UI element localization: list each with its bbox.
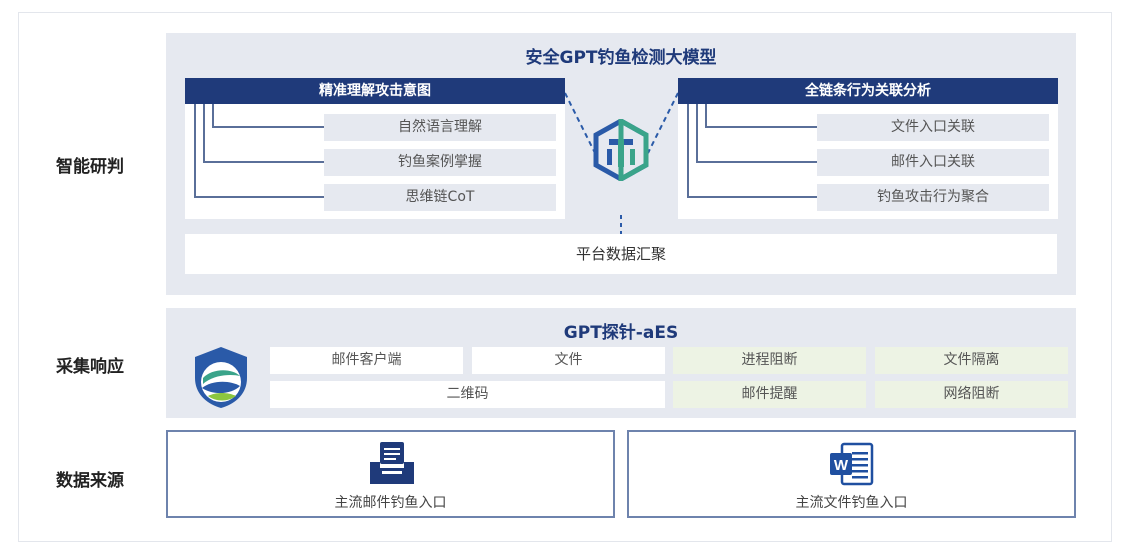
left-panel: 精准理解攻击意图 自然语言理解 钓鱼案例掌握 思维链CoT [185, 78, 565, 219]
inbox-tray-icon [370, 442, 414, 484]
probe-zone: GPT探针-aES 邮件客户端 文件 二维码 进程阻断 文件隔离 邮件提醒 网络… [166, 308, 1076, 418]
probe-input-email-client: 邮件客户端 [270, 347, 463, 374]
bracket-line [212, 104, 342, 128]
left-item: 自然语言理解 [324, 114, 556, 141]
row-label-collect: 采集响应 [56, 357, 124, 377]
source-email-label: 主流邮件钓鱼入口 [334, 495, 447, 511]
platform-bar: 平台数据汇聚 [185, 234, 1057, 274]
right-panel: 全链条行为关联分析 文件入口关联 邮件入口关联 钓鱼攻击行为聚合 [678, 78, 1058, 219]
bracket-line [194, 104, 342, 198]
connector-lines [565, 92, 678, 241]
right-panel-title: 全链条行为关联分析 [678, 78, 1058, 104]
right-item: 文件入口关联 [817, 114, 1049, 141]
source-email-box: 主流邮件钓鱼入口 [166, 430, 615, 518]
source-file-box: W 主流文件钓鱼入口 [627, 430, 1076, 518]
left-item: 钓鱼案例掌握 [324, 149, 556, 176]
gpt-model-logo-icon [593, 119, 649, 181]
shield-globe-icon [195, 347, 247, 408]
row-label-source: 数据来源 [56, 471, 124, 491]
right-item: 钓鱼攻击行为聚合 [817, 184, 1049, 211]
probe-input-qrcode: 二维码 [270, 381, 665, 408]
left-panel-title: 精准理解攻击意图 [185, 78, 565, 104]
probe-response-network-block: 网络阻断 [875, 381, 1068, 408]
bracket-line [696, 104, 835, 163]
bracket-line [687, 104, 835, 198]
probe-response-file-isolate: 文件隔离 [875, 347, 1068, 374]
svg-text:W: W [834, 457, 849, 474]
probe-response-email-alert: 邮件提醒 [673, 381, 866, 408]
probe-title: GPT探针-aES [563, 323, 679, 343]
word-document-icon: W [830, 442, 874, 486]
model-zone: 安全GPT钓鱼检测大模型 精准理解攻击意图 自然语言理解 钓鱼案例掌握 思维链C… [166, 33, 1076, 295]
source-file-label: 主流文件钓鱼入口 [795, 495, 908, 511]
probe-input-file: 文件 [472, 347, 665, 374]
row-label-analysis: 智能研判 [56, 157, 124, 177]
model-title: 安全GPT钓鱼检测大模型 [525, 48, 717, 68]
probe-response-process-block: 进程阻断 [673, 347, 866, 374]
bracket-line [705, 104, 835, 128]
right-item: 邮件入口关联 [817, 149, 1049, 176]
bracket-line [203, 104, 342, 163]
left-item: 思维链CoT [324, 184, 556, 211]
